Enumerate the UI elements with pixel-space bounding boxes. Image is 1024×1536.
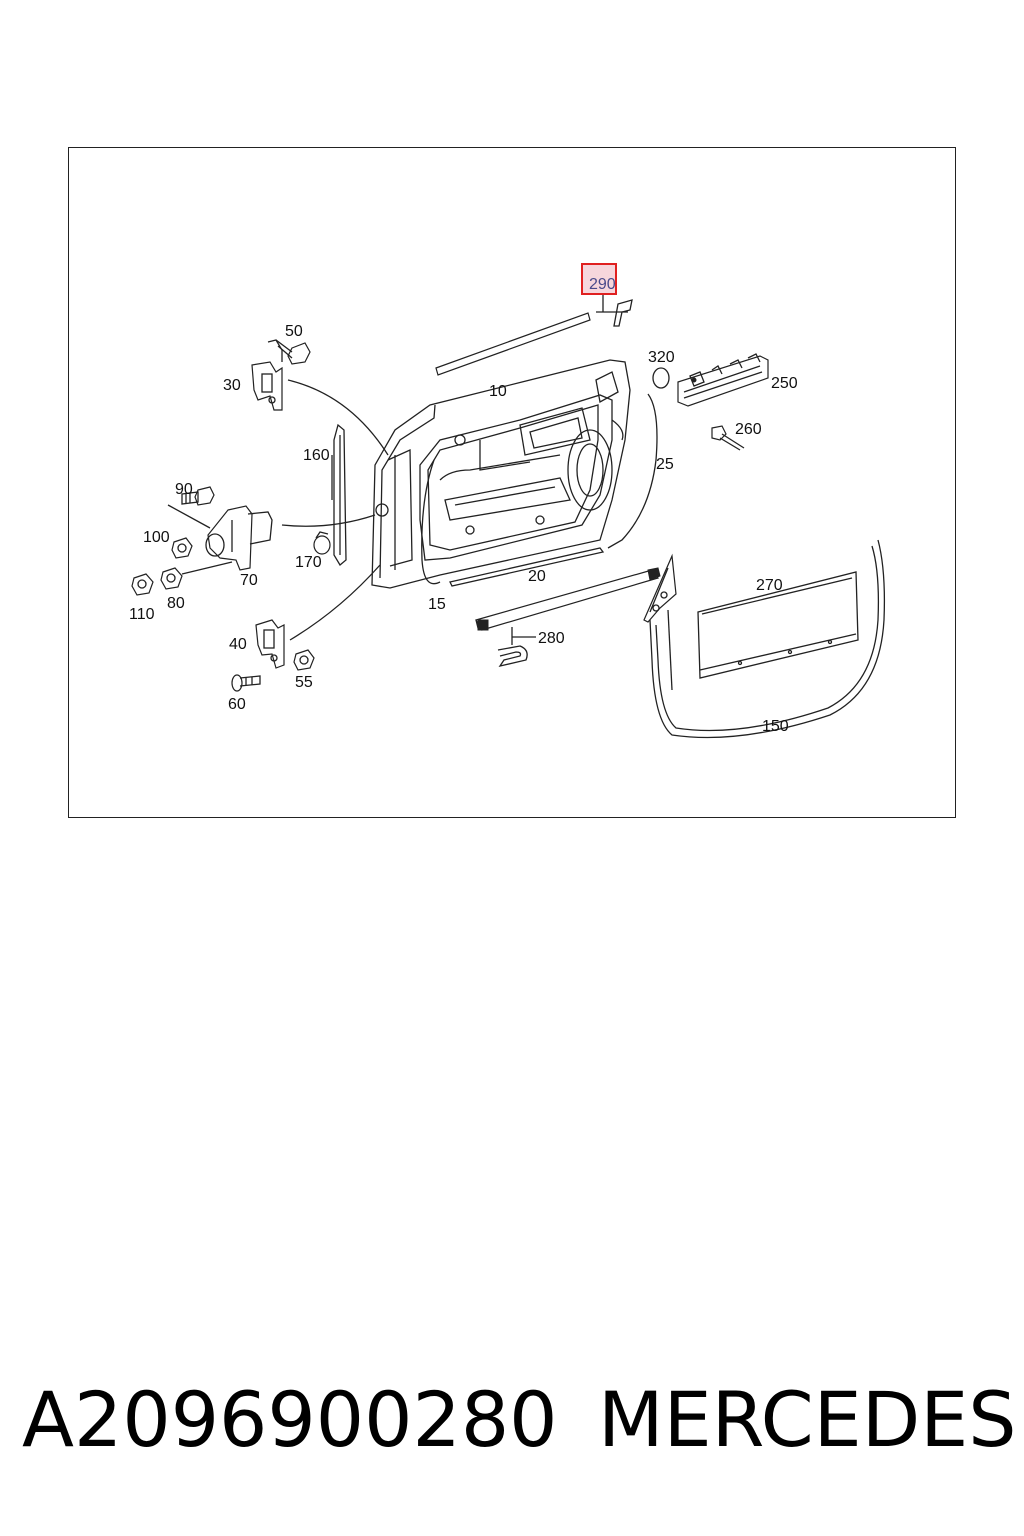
part-15-seal — [421, 459, 441, 585]
callout-50[interactable]: 50 — [285, 323, 303, 340]
callout-55[interactable]: 55 — [295, 674, 313, 691]
callout-20[interactable]: 20 — [528, 568, 546, 585]
callout-10[interactable]: 10 — [489, 383, 507, 400]
callout-150[interactable]: 150 — [762, 718, 789, 735]
part-270-trim-panel — [697, 571, 859, 679]
part-320-ring — [652, 367, 670, 389]
callout-290[interactable]: 290 — [589, 276, 616, 293]
callout-100[interactable]: 100 — [143, 529, 170, 546]
part-55-nut — [293, 649, 315, 671]
callout-160[interactable]: 160 — [303, 447, 330, 464]
part-280-clip — [497, 645, 528, 668]
part-25-rear-seal — [607, 393, 658, 549]
callout-250[interactable]: 250 — [771, 375, 798, 392]
part-50-bolt — [275, 339, 311, 365]
leader-90 — [167, 504, 211, 529]
part-20-lower-strip — [449, 547, 605, 587]
leader-70 — [281, 514, 376, 527]
callout-30[interactable]: 30 — [223, 377, 241, 394]
exploded-parts-diagram: 290 10 15 20 — [129, 263, 886, 739]
diagram-frame — [68, 147, 956, 818]
part-150-weatherstrip — [649, 539, 886, 739]
callout-270[interactable]: 270 — [756, 577, 783, 594]
part-40-lower-hinge — [255, 619, 285, 669]
leader-40 — [289, 564, 381, 641]
callout-80[interactable]: 80 — [167, 595, 185, 612]
part-70-door-check — [205, 505, 273, 571]
highlight-box-290[interactable] — [581, 263, 617, 295]
part-30-upper-hinge — [251, 339, 283, 411]
callout-15[interactable]: 15 — [428, 596, 446, 613]
part-80-nut — [160, 567, 183, 590]
part-mirror-mount — [643, 553, 677, 623]
callout-320[interactable]: 320 — [648, 349, 675, 366]
callout-25[interactable]: 25 — [656, 456, 674, 473]
part-160-strap — [331, 423, 347, 566]
part-100-nut — [171, 537, 193, 559]
leader-80 — [181, 561, 233, 575]
callout-260[interactable]: 260 — [735, 421, 762, 438]
leader-30 — [287, 379, 389, 456]
callout-90[interactable]: 90 — [175, 481, 193, 498]
callout-110[interactable]: 110 — [129, 606, 155, 623]
callout-170[interactable]: 170 — [295, 554, 322, 571]
part-170-plug — [313, 531, 331, 555]
part-110-nut — [131, 573, 154, 596]
brand-caption: MERCEDES — [598, 1375, 1017, 1464]
part-280-sill-strip — [475, 567, 661, 645]
part-60-bolt — [231, 674, 261, 692]
part-90-bolt — [181, 486, 215, 506]
callout-60[interactable]: 60 — [228, 696, 246, 713]
part-260-screw — [711, 425, 745, 451]
part-290-trim-strip — [435, 295, 633, 376]
callout-70[interactable]: 70 — [240, 572, 258, 589]
part-10-door-shell — [371, 359, 631, 589]
callout-280[interactable]: 280 — [538, 630, 565, 647]
part-number-caption: A2096900280 — [22, 1375, 558, 1464]
callout-40[interactable]: 40 — [229, 636, 247, 653]
part-250-handle — [677, 353, 769, 407]
